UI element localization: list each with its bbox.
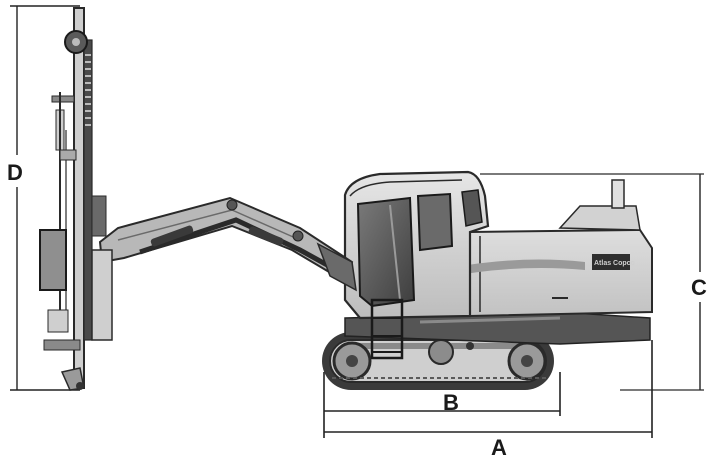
dimension-d-label: D [7, 160, 23, 185]
dimension-a-label: A [491, 435, 507, 460]
operator-cab [343, 170, 490, 320]
engine-housing: Atlas Copco [450, 179, 653, 318]
crawler-track [322, 332, 554, 390]
dimension-b: B [323, 372, 561, 416]
dimension-a: A [323, 340, 653, 460]
drill-mast [39, 7, 113, 391]
dimension-b-label: B [443, 390, 459, 415]
access-ladder [370, 298, 404, 360]
cab-logo: Atlas Copco [594, 260, 635, 267]
dimension-d: D [3, 5, 80, 391]
dimension-c-label: C [691, 275, 707, 300]
boom-arm [98, 196, 357, 292]
dimension-c: C [480, 173, 707, 391]
